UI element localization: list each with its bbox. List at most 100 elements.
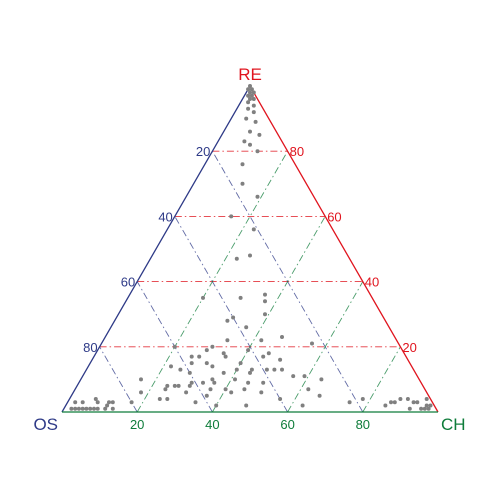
data-point xyxy=(317,393,322,398)
data-point xyxy=(221,351,226,356)
data-point xyxy=(214,403,219,408)
data-point xyxy=(69,406,74,411)
data-point xyxy=(139,377,143,382)
data-point xyxy=(76,406,81,411)
data-point xyxy=(347,400,352,405)
data-point xyxy=(248,142,252,147)
data-point xyxy=(165,383,170,388)
data-point xyxy=(248,370,252,375)
data-point xyxy=(249,93,254,98)
data-point xyxy=(193,400,198,405)
data-point xyxy=(407,406,412,411)
data-point xyxy=(88,406,93,411)
data-point xyxy=(189,380,194,385)
data-point xyxy=(306,387,311,392)
data-point xyxy=(392,400,397,405)
grid-line-ch-40 xyxy=(212,216,326,413)
data-point xyxy=(172,344,177,349)
data-point xyxy=(428,403,433,408)
data-point xyxy=(422,406,427,411)
data-point xyxy=(249,87,254,92)
data-point xyxy=(80,406,85,411)
data-point xyxy=(244,116,249,121)
data-point xyxy=(204,348,209,353)
data-point xyxy=(187,370,192,375)
data-point xyxy=(248,97,252,101)
data-point xyxy=(242,387,247,392)
tick-label-ch: 40 xyxy=(205,417,219,432)
data-point xyxy=(248,253,252,258)
data-point xyxy=(261,380,266,385)
data-point xyxy=(263,312,267,317)
data-point xyxy=(172,383,177,388)
data-point xyxy=(184,390,189,395)
data-point xyxy=(255,149,260,154)
grid-lines xyxy=(99,150,401,413)
data-point xyxy=(221,370,226,375)
data-point xyxy=(242,139,247,144)
data-point xyxy=(223,354,228,359)
tick-label-re: 60 xyxy=(327,209,341,224)
right-edge-axis xyxy=(249,85,439,413)
data-point xyxy=(426,406,431,411)
data-point xyxy=(233,377,237,382)
data-point xyxy=(80,400,85,405)
data-point xyxy=(259,390,264,395)
data-point xyxy=(300,403,305,408)
data-point xyxy=(240,162,245,167)
data-point xyxy=(278,357,283,362)
data-point xyxy=(165,397,170,401)
data-point xyxy=(251,90,256,95)
grid-line-os-40 xyxy=(174,216,288,413)
data-point xyxy=(419,406,424,411)
data-point xyxy=(246,348,251,353)
data-point xyxy=(139,390,143,395)
data-point xyxy=(398,397,403,401)
tick-label-ch: 80 xyxy=(356,417,370,432)
data-point xyxy=(310,341,314,346)
data-point xyxy=(266,351,271,356)
vertex-label-os: OS xyxy=(33,415,58,434)
data-point xyxy=(225,338,230,343)
tick-label-ch: 60 xyxy=(280,417,294,432)
tick-label-re: 20 xyxy=(402,340,416,355)
data-point xyxy=(280,367,284,372)
data-point xyxy=(187,383,192,388)
data-point xyxy=(208,387,213,392)
data-point xyxy=(257,132,262,137)
data-point xyxy=(129,400,134,405)
data-point xyxy=(280,335,284,339)
data-point xyxy=(95,400,100,405)
grid-line-ch-60 xyxy=(287,281,364,413)
data-point xyxy=(197,354,202,359)
data-point xyxy=(255,194,260,199)
data-point xyxy=(201,380,205,385)
data-point xyxy=(246,100,251,105)
data-point xyxy=(253,119,258,124)
tick-label-ch: 20 xyxy=(130,417,144,432)
data-point xyxy=(110,400,115,405)
data-point xyxy=(210,364,215,369)
data-point xyxy=(244,403,249,408)
data-point xyxy=(272,367,277,372)
data-point xyxy=(234,256,239,261)
data-point xyxy=(238,295,243,300)
tick-label-re: 40 xyxy=(365,275,379,290)
data-point xyxy=(405,397,410,401)
data-point xyxy=(201,295,205,300)
data-point xyxy=(212,380,217,385)
vertex-label-re: RE xyxy=(238,65,262,84)
data-point xyxy=(246,93,251,98)
data-point xyxy=(189,354,194,359)
grid-line-ch-20 xyxy=(136,150,288,413)
tick-label-os: 80 xyxy=(83,340,97,355)
data-point xyxy=(240,181,245,186)
data-point xyxy=(278,397,283,401)
data-point xyxy=(189,361,194,366)
data-point xyxy=(263,299,267,304)
data-point xyxy=(424,397,429,401)
data-point xyxy=(93,397,98,401)
data-point xyxy=(157,397,162,401)
data-point xyxy=(105,403,110,408)
